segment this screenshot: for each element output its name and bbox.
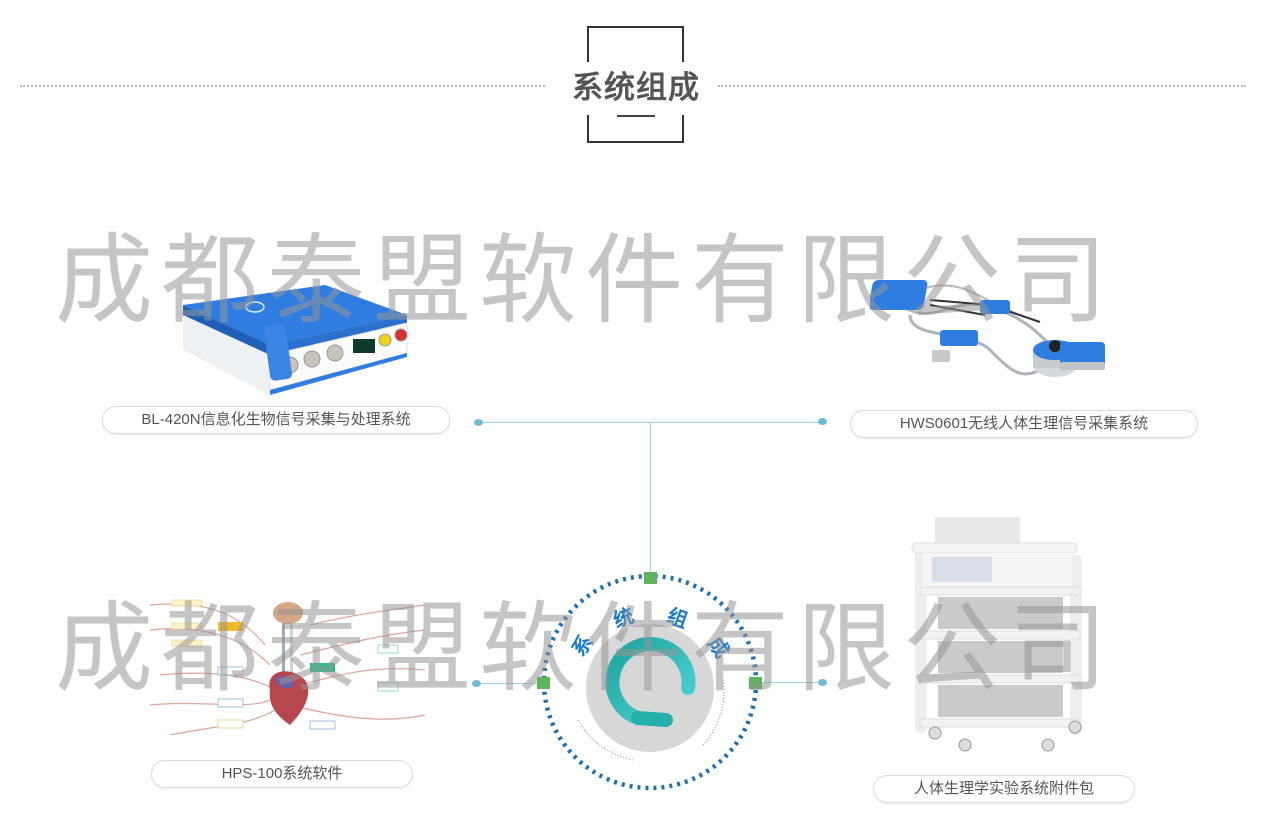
wireless-sensor-kit-icon	[868, 270, 1110, 400]
connector-dot	[818, 679, 827, 686]
connector-line-vertical	[650, 422, 651, 572]
hub-connector-tab-right	[749, 677, 762, 689]
header-rule-left	[20, 85, 545, 87]
title-underline	[617, 115, 655, 117]
system-hub: 系 统 组 成	[538, 570, 762, 794]
connector-line-top	[482, 422, 820, 423]
title-frame	[587, 26, 684, 143]
connector-line-right	[762, 682, 820, 683]
component-label-accessories: 人体生理学实验系统附件包	[873, 775, 1135, 803]
header-rule-right	[718, 85, 1246, 87]
component-label-bl420n: BL-420N信息化生物信号采集与处理系统	[102, 406, 450, 434]
component-label-hps100: HPS-100系统软件	[151, 760, 413, 788]
component-label-hws0601: HWS0601无线人体生理信号采集系统	[850, 410, 1198, 438]
hub-connector-tab-top	[644, 572, 657, 584]
physiology-software-diagram-icon	[149, 595, 426, 736]
accessory-cart-icon	[910, 515, 1095, 755]
connector-dot	[472, 680, 481, 687]
connector-dot	[474, 419, 483, 426]
hub-connector-tab-left	[537, 677, 550, 689]
connector-line-left	[480, 683, 538, 684]
page-title: 系统组成	[560, 66, 712, 110]
data-acquisition-device-icon	[175, 265, 415, 410]
connector-dot	[818, 418, 827, 425]
